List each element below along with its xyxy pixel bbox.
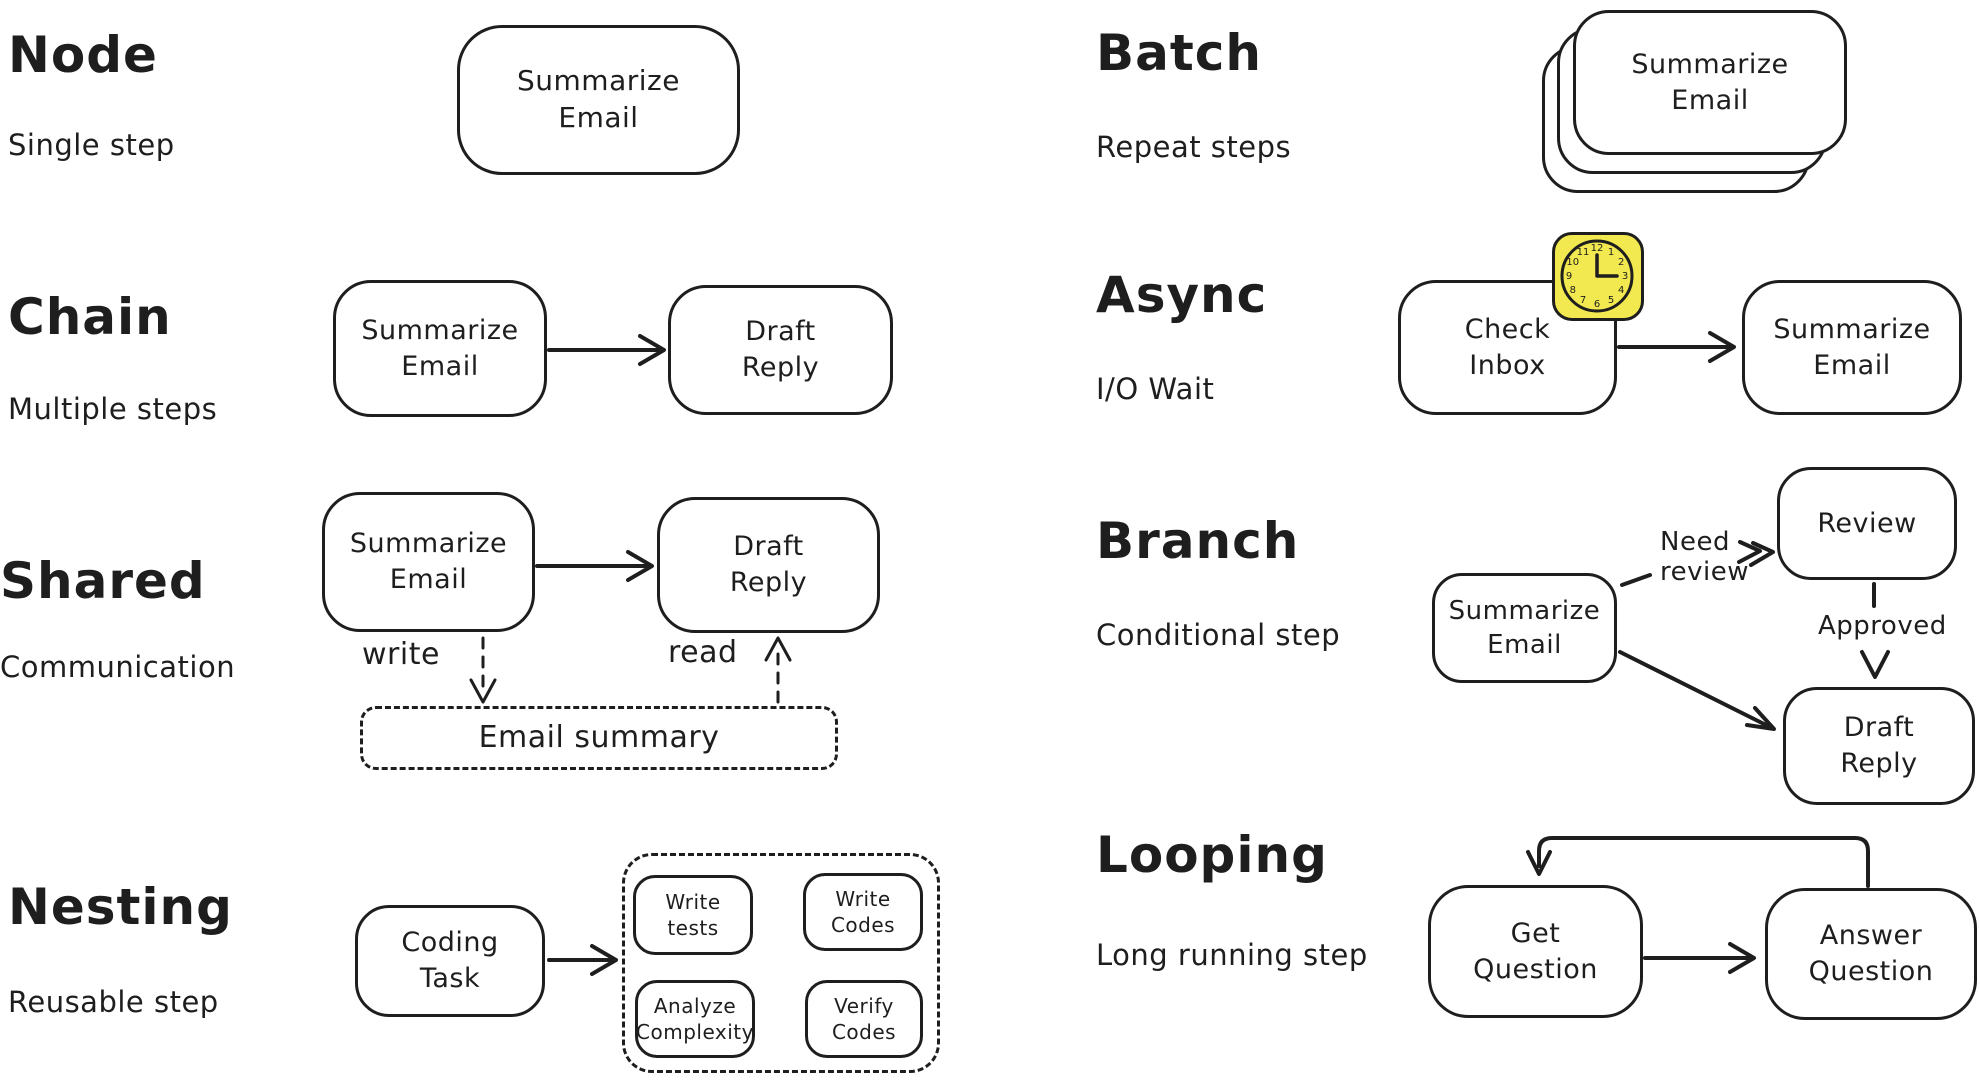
- svg-text:10: 10: [1566, 257, 1579, 268]
- svg-text:11: 11: [1577, 247, 1590, 258]
- shared-step1-box: Summarize Email: [322, 492, 535, 632]
- nesting-parent-box: Coding Task: [355, 905, 545, 1017]
- node-step-box: Summarize Email: [457, 25, 740, 175]
- nesting-title: Nesting: [8, 878, 233, 936]
- branch-review-box: Review: [1777, 467, 1957, 580]
- async-title: Async: [1096, 266, 1268, 324]
- nesting-analyze-complexity-box: Analyze Complexity: [635, 980, 755, 1058]
- svg-text:7: 7: [1580, 295, 1586, 306]
- chain-arrow: [547, 334, 666, 366]
- svg-text:8: 8: [1570, 285, 1576, 296]
- nesting-write-tests-box: Write tests: [633, 875, 753, 955]
- node-subtitle: Single step: [8, 128, 175, 162]
- branch-need-review-label: Need review: [1660, 527, 1749, 587]
- shared-title: Shared: [0, 552, 206, 610]
- looping-arrow: [1643, 942, 1756, 974]
- looping-answer-question-box: Answer Question: [1765, 888, 1977, 1020]
- svg-text:2: 2: [1618, 257, 1624, 268]
- nesting-subtitle: Reusable step: [8, 985, 219, 1019]
- svg-text:6: 6: [1594, 299, 1600, 310]
- async-arrow: [1617, 331, 1736, 363]
- shared-write-label: write: [362, 637, 440, 672]
- batch-title: Batch: [1096, 24, 1262, 82]
- chain-title: Chain: [8, 288, 172, 346]
- batch-subtitle: Repeat steps: [1096, 130, 1292, 164]
- chain-subtitle: Multiple steps: [8, 392, 218, 426]
- branch-title: Branch: [1096, 512, 1300, 570]
- looping-title: Looping: [1096, 826, 1328, 884]
- async-subtitle: I/O Wait: [1096, 372, 1215, 406]
- chain-step1-box: Summarize Email: [333, 280, 547, 417]
- svg-text:12: 12: [1591, 243, 1604, 254]
- branch-draft-reply-box: Draft Reply: [1783, 687, 1975, 805]
- node-title: Node: [8, 26, 158, 84]
- shared-read-arrowhead: [764, 636, 792, 662]
- looping-get-question-box: Get Question: [1428, 885, 1643, 1018]
- svg-text:3: 3: [1622, 271, 1628, 282]
- nesting-arrow: [547, 944, 618, 976]
- batch-card-front: Summarize Email: [1573, 10, 1847, 155]
- async-check-inbox-box: Check Inbox: [1398, 280, 1617, 415]
- shared-arrow: [535, 550, 654, 582]
- shared-write-arrowhead: [469, 678, 497, 704]
- svg-text:1: 1: [1608, 247, 1614, 258]
- branch-subtitle: Conditional step: [1096, 618, 1341, 652]
- shared-read-label: read: [668, 635, 738, 670]
- async-summarize-box: Summarize Email: [1742, 280, 1962, 415]
- branch-diagonal-arrow: [1618, 650, 1776, 731]
- shared-store-box: Email summary: [360, 706, 838, 770]
- chain-step2-box: Draft Reply: [668, 285, 893, 415]
- svg-text:5: 5: [1608, 295, 1614, 306]
- svg-text:4: 4: [1618, 285, 1624, 296]
- nesting-write-codes-box: Write Codes: [803, 873, 923, 951]
- branch-source-box: Summarize Email: [1432, 573, 1617, 683]
- svg-text:9: 9: [1566, 271, 1572, 282]
- shared-step2-box: Draft Reply: [657, 497, 880, 633]
- branch-approved-label: Approved: [1818, 611, 1947, 641]
- looping-subtitle: Long running step: [1096, 938, 1368, 972]
- shared-subtitle: Communication: [0, 650, 236, 684]
- looping-loopback-arrow: [1526, 836, 1870, 888]
- nesting-verify-codes-box: Verify Codes: [805, 980, 923, 1058]
